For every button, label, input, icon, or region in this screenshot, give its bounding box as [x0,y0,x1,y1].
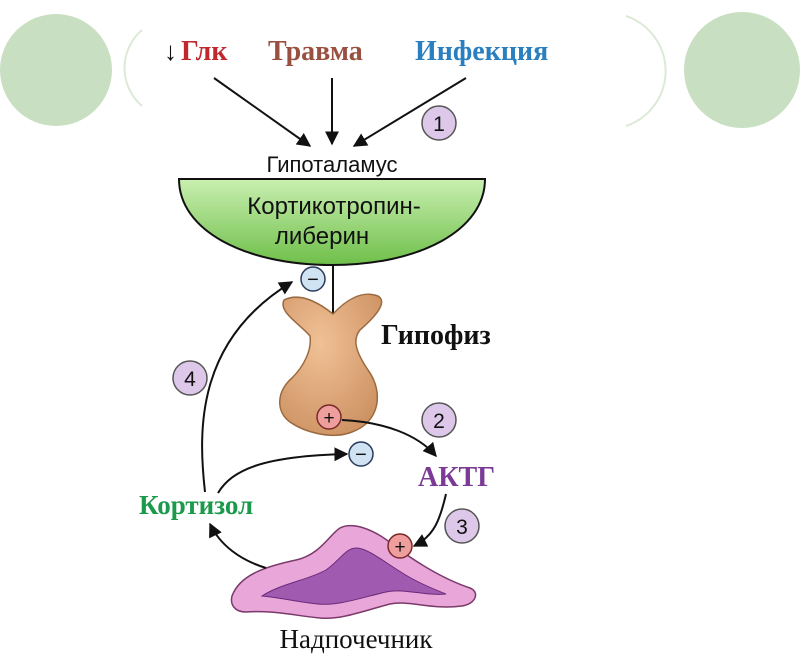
acth-label: АКТГ [418,462,495,493]
adrenal-label: Надпочечник [280,624,434,654]
pituitary-plus-circle [316,404,342,430]
arrow-infection-to-hypothalamus [352,77,467,147]
hypothalamus-minus-symbol: − [307,269,319,291]
adrenal-plus-sign: + [387,533,413,559]
hypothalamus-minus-sign: − [300,266,326,292]
step-3-marker: 3 [444,508,480,544]
pituitary-minus-sign: − [348,441,374,467]
trigger-arrows [213,77,467,147]
deco-circle-left [0,14,112,126]
step-2-number: 2 [433,410,445,433]
pituitary-plus-sign: + [316,404,342,430]
arrow-adrenal-to-cortisol [209,522,267,569]
pituitary-label: Гипофиз [381,320,491,351]
crh-label-line1: Кортикотропин- [247,193,420,220]
cortisol-label: Кортизол [139,490,253,520]
step-2-marker: 2 [421,402,457,438]
crh-label-line2: либерин [275,223,369,250]
arrow-cortisol-to-pituitary [217,447,349,494]
pituitary-shape [279,293,383,436]
pituitary-minus-symbol: − [355,444,367,466]
decorative-circles [0,12,800,128]
arrow-acth-to-adrenal [412,493,447,547]
deco-arc-right [625,15,667,127]
hypothalamus-shape [177,178,487,267]
step-4-circle [172,360,208,396]
deco-arc-left [123,29,143,107]
pituitary-plus-symbol: + [323,408,334,429]
triggers: ↓ Глк Травма Инфекция [164,36,548,67]
hypothalamus-label: Гипоталамус [267,152,398,177]
trigger-infection: Инфекция [415,36,548,67]
step-4-marker: 4 [172,360,208,396]
deco-circle-right [684,12,800,128]
step-1-number: 1 [433,113,445,136]
pituitary-minus-circle [348,441,374,467]
step-3-circle [444,508,480,544]
glk-down-arrow: ↓ [164,37,177,66]
arrow-pituitary-to-acth [341,419,437,458]
arrow-glucose-to-hypothalamus [213,77,312,147]
step-1-marker: 1 [421,105,457,141]
arrow-cortisol-to-hypothalamus [201,281,294,493]
adrenal-plus-symbol: + [394,537,405,558]
step-4-number: 4 [184,368,196,391]
step-1-circle [421,105,457,141]
trigger-glucose: Глк [181,36,228,67]
step-2-circle [421,402,457,438]
step-3-number: 3 [456,516,468,539]
adrenal-inner-shape [260,547,447,605]
trigger-trauma: Травма [268,36,363,67]
hypothalamus-minus-circle [300,266,326,292]
adrenal-plus-circle [387,533,413,559]
